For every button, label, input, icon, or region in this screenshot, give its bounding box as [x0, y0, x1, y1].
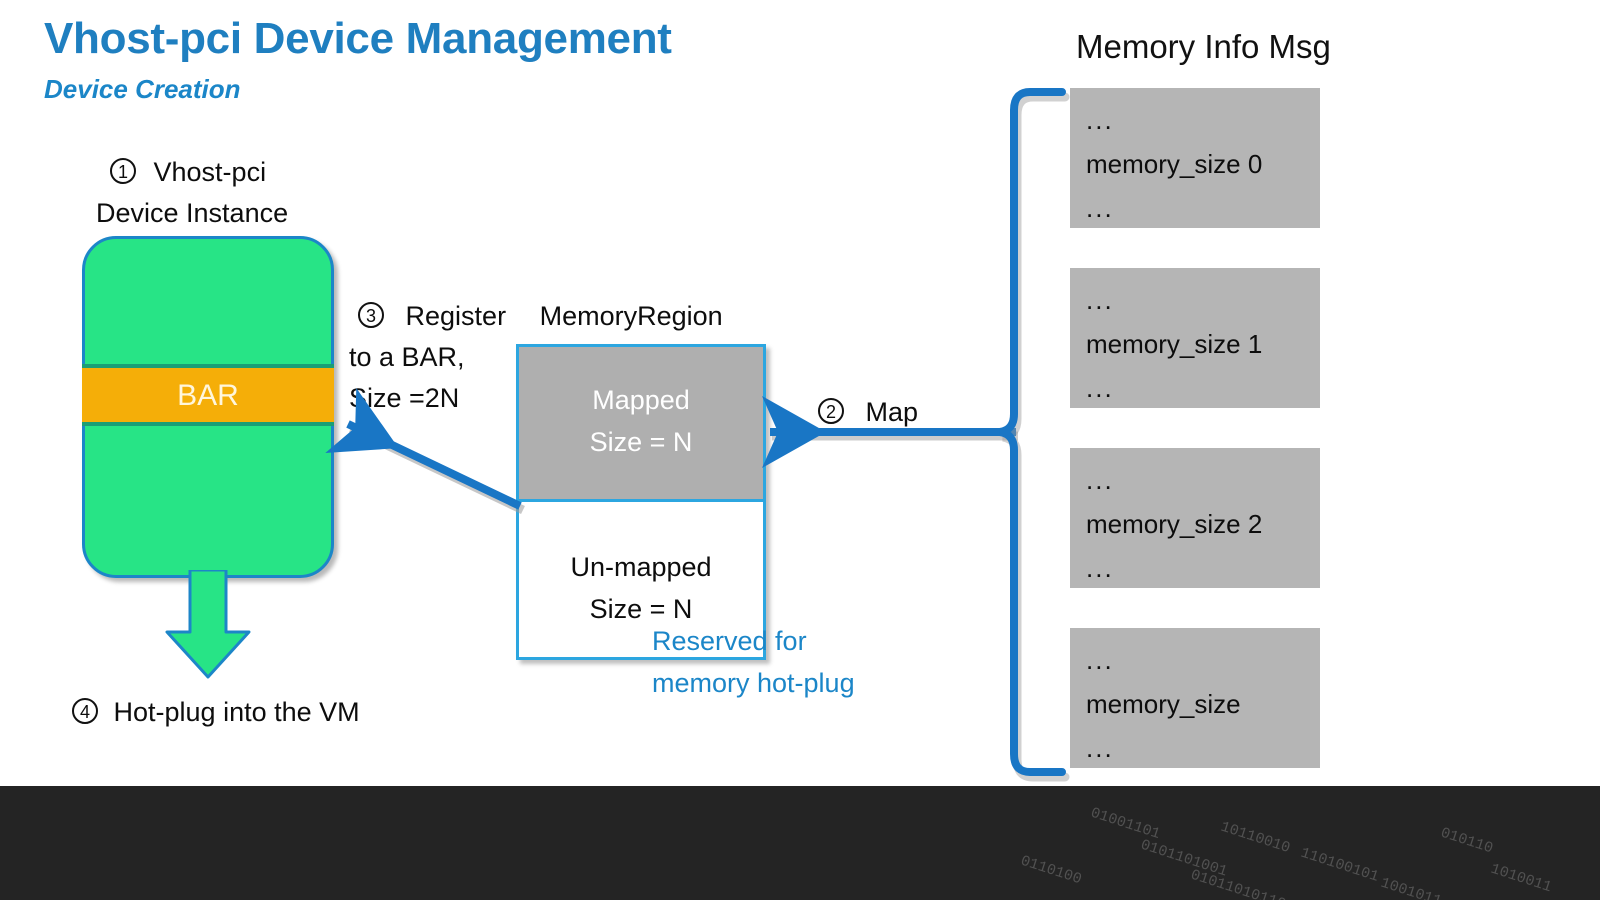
memory-info-bottom-dots: ... — [1086, 553, 1114, 583]
unmapped-region: Un-mapped Size = N — [519, 502, 763, 657]
device-caption-line1: 1 Vhost-pci — [110, 152, 266, 193]
device-caption-text1: Vhost-pci — [153, 157, 267, 187]
register-line1: 3 Register MemoryRegion — [358, 296, 723, 337]
map-caption: 2 Map — [818, 392, 918, 433]
svg-text:0110100: 0110100 — [1018, 853, 1083, 889]
hot-plug-arrow-icon — [165, 570, 251, 679]
svg-text:10110010: 10110010 — [1218, 819, 1292, 857]
svg-text:010110: 010110 — [1438, 825, 1495, 858]
memory-region-title: MemoryRegion — [539, 301, 723, 331]
memory-info-box: ... memory_size ... — [1070, 628, 1320, 768]
mapped-region: Mapped Size = N — [519, 347, 763, 502]
step-marker-2: 2 — [818, 398, 844, 424]
register-text: Register — [405, 301, 507, 331]
memory-info-top-dots: ... — [1086, 645, 1114, 675]
register-arrow-icon — [325, 388, 525, 515]
memory-info-bottom-dots: ... — [1086, 733, 1114, 763]
reserved-note-line2: memory hot-plug — [652, 668, 855, 698]
memory-info-label: memory_size — [1086, 689, 1241, 719]
memory-info-bottom-dots: ... — [1086, 373, 1114, 403]
unmapped-size: Size = N — [589, 594, 693, 624]
memory-info-top-dots: ... — [1086, 105, 1114, 135]
bar-band: BAR — [82, 364, 334, 426]
step-marker-1: 1 — [110, 158, 136, 184]
memory-info-label: memory_size 0 — [1086, 149, 1263, 179]
svg-text:1001011: 1001011 — [1378, 875, 1443, 900]
memory-info-box: ... memory_size 1 ... — [1070, 268, 1320, 408]
device-caption-line2: Device Instance — [96, 198, 289, 228]
hotplug-caption: 4 Hot-plug into the VM — [72, 692, 360, 733]
memory-region-box: Mapped Size = N Un-mapped Size = N — [516, 344, 766, 660]
binary-pattern-decoration: 01001101 10110010 0101101001 110100101 0… — [1018, 805, 1553, 900]
unmapped-label: Un-mapped — [570, 552, 712, 582]
memory-info-label: memory_size 2 — [1086, 509, 1263, 539]
svg-text:110100101: 110100101 — [1298, 845, 1380, 886]
slide-footer: 01001101 10110010 0101101001 110100101 0… — [0, 786, 1600, 900]
step-marker-3: 3 — [358, 302, 384, 328]
register-line3: Size =2N — [349, 383, 460, 413]
register-line2: to a BAR, — [349, 342, 465, 372]
mapped-size: Size = N — [589, 427, 693, 457]
reserved-note: Reserved for memory hot-plug — [652, 620, 855, 704]
step-marker-4: 4 — [72, 698, 98, 724]
reserved-note-line1: Reserved for — [652, 626, 807, 656]
memory-info-box: ... memory_size 2 ... — [1070, 448, 1320, 588]
mapped-label: Mapped — [592, 385, 690, 415]
hotplug-label: Hot-plug into the VM — [113, 697, 360, 727]
page-subtitle: Device Creation — [44, 74, 241, 104]
svg-text:01001101: 01001101 — [1088, 805, 1162, 843]
svg-text:01011010110: 01011010110 — [1188, 867, 1287, 900]
memory-info-box: ... memory_size 0 ... — [1070, 88, 1320, 228]
map-label: Map — [865, 397, 919, 427]
page-title: Vhost-pci Device Management — [44, 14, 672, 63]
memory-info-label: memory_size 1 — [1086, 329, 1263, 359]
memory-info-title: Memory Info Msg — [1076, 28, 1331, 65]
memory-info-top-dots: ... — [1086, 285, 1114, 315]
memory-info-bottom-dots: ... — [1086, 193, 1114, 223]
memory-info-brace-icon — [999, 88, 1070, 782]
svg-text:1010011: 1010011 — [1488, 861, 1553, 897]
memory-info-top-dots: ... — [1086, 465, 1114, 495]
